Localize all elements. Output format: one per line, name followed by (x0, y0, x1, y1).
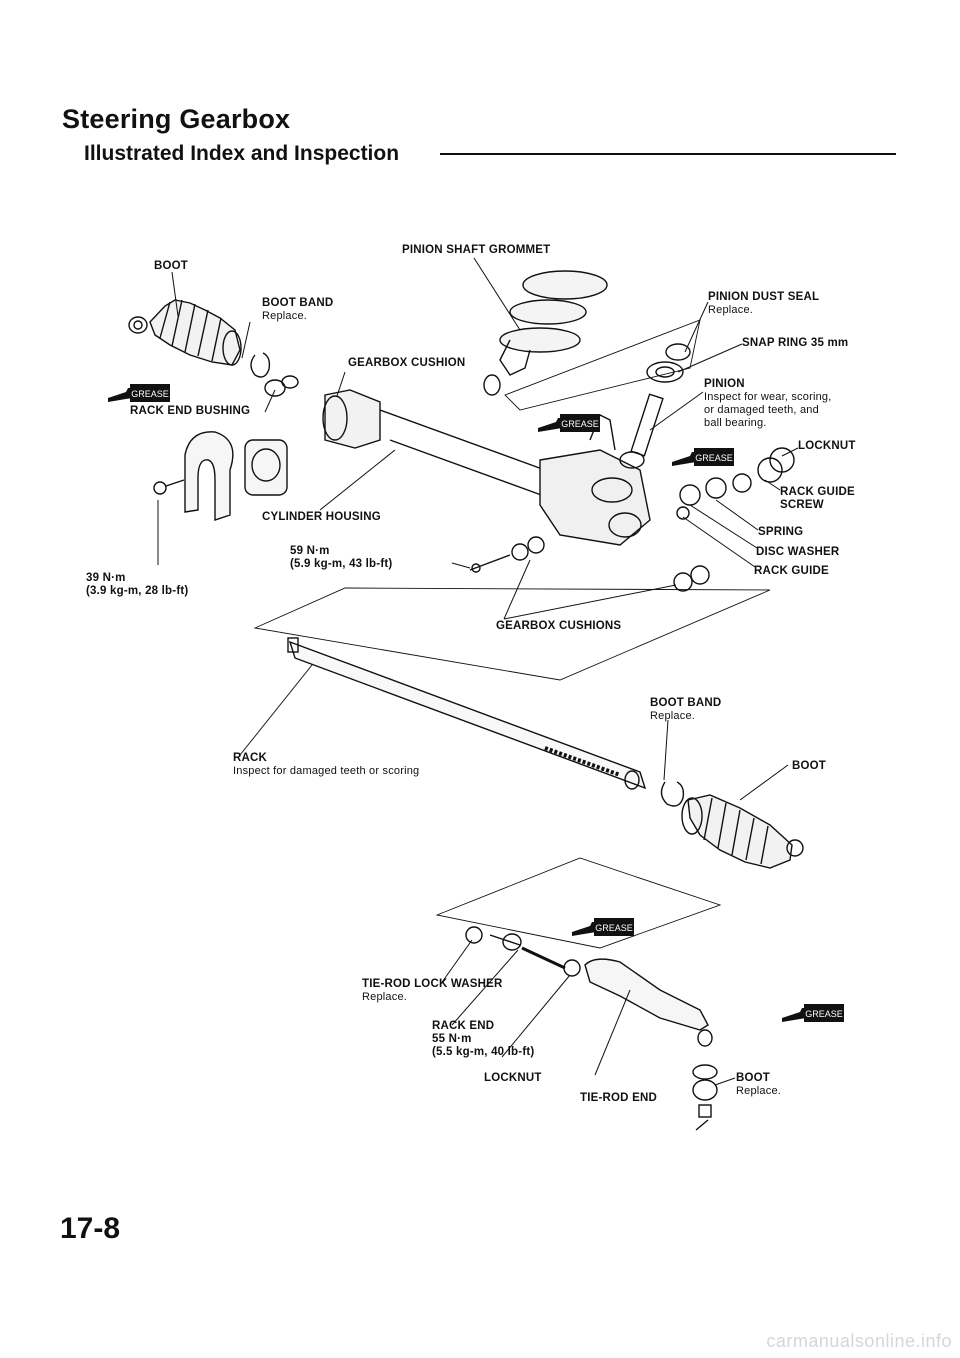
bolt-59-drawing (469, 536, 545, 573)
label-spring: SPRING (758, 526, 804, 538)
label-boot-bottom: BOOT Replace. (736, 1072, 781, 1098)
grease-label: GREASE (595, 923, 633, 933)
grease-label: GREASE (131, 389, 169, 399)
label-tie-rod-lock-washer: TIE-ROD LOCK WASHER Replace. (362, 978, 503, 1004)
rack-guide-screw-line-2: SCREW (780, 499, 824, 511)
boot-bottom-text: BOOT (736, 1072, 771, 1084)
torque-59-line-1: 59 N·m (290, 545, 330, 557)
leader-lines (157, 257, 799, 1086)
rack-end-bushing-drawing (264, 375, 299, 397)
torque-59-line-2: (5.9 kg-m, 43 lb-ft) (290, 558, 393, 570)
page-title: Steering Gearbox (62, 104, 291, 134)
label-gearbox-cushions: GEARBOX CUSHIONS (496, 620, 622, 632)
label-boot-left: BOOT (154, 260, 189, 272)
pinion-dust-seal-note: Replace. (708, 304, 754, 316)
label-rack-guide-screw: RACK GUIDE SCREW (780, 486, 855, 512)
grease-marker-2: GREASE (538, 414, 600, 432)
grease-marker-5: GREASE (782, 1004, 844, 1022)
left-boot-drawing (128, 299, 242, 366)
torque-55-line-2: (5.5 kg-m, 40 lb-ft) (432, 1046, 535, 1058)
pinion-grommet-drawing (483, 270, 608, 396)
boot-bottom-note: Replace. (736, 1085, 782, 1097)
label-snap-ring: SNAP RING 35 mm (742, 337, 849, 349)
label-rack-guide: RACK GUIDE (754, 565, 829, 577)
label-tie-rod-end: TIE-ROD END (580, 1092, 657, 1104)
label-torque-59: 59 N·m (5.9 kg-m, 43 lb-ft) (290, 545, 392, 571)
label-rack-end-bushing: RACK END BUSHING (130, 405, 251, 417)
title-rule (440, 153, 896, 155)
label-rack-end: RACK END 55 N·m (5.5 kg-m, 40 lb-ft) (432, 1020, 534, 1059)
pinion-note-line-3: ball bearing. (704, 417, 767, 429)
grease-label: GREASE (695, 453, 733, 463)
label-torque-39: 39 N·m (3.9 kg-m, 28 lb-ft) (86, 572, 188, 598)
label-pinion: PINION Inspect for wear, scoring, or dam… (704, 378, 831, 430)
upper-plane-outline (504, 319, 701, 411)
rack-plane-outline (253, 587, 771, 681)
boot-band-right-text: BOOT BAND (650, 697, 722, 709)
boot-band-left-text: BOOT BAND (262, 297, 334, 309)
label-boot-band-right: BOOT BAND Replace. (650, 697, 721, 723)
grease-label: GREASE (561, 419, 599, 429)
label-boot-right: BOOT (792, 760, 827, 772)
pinion-note-line-1: Inspect for wear, scoring, (704, 391, 832, 403)
boot-band-right-note: Replace. (650, 710, 696, 722)
lower-cushion-drawing (673, 565, 710, 592)
torque-55-line-1: 55 N·m (432, 1033, 472, 1045)
footer-watermark: carmanualsonline.info (766, 1331, 952, 1351)
tie-rod-lock-washer-text: TIE-ROD LOCK WASHER (362, 978, 503, 990)
rack-guide-parts-drawing (676, 447, 795, 520)
label-gearbox-cushion: GEARBOX CUSHION (348, 357, 466, 369)
label-boot-band-left: BOOT BAND Replace. (262, 297, 333, 323)
label-locknut-top: LOCKNUT (798, 440, 856, 452)
rack-end-text: RACK END (432, 1020, 495, 1032)
grease-marker-4: GREASE (572, 918, 634, 936)
label-pinion-shaft-grommet: PINION SHAFT GROMMET (402, 244, 551, 256)
tie-rod-lock-washer-note: Replace. (362, 991, 408, 1003)
page-subtitle: Illustrated Index and Inspection (84, 142, 400, 165)
pinion-text: PINION (704, 378, 745, 390)
boot-band-left-note: Replace. (262, 310, 308, 322)
grease-marker-3: GREASE (672, 448, 734, 466)
grease-label: GREASE (805, 1009, 843, 1019)
mount-bracket-drawing (153, 431, 288, 521)
grease-marker-1: GREASE (108, 384, 170, 402)
rack-bar-drawing (287, 637, 647, 790)
right-boot-band-drawing (660, 781, 685, 807)
pinion-note-line-2: or damaged teeth, and (704, 404, 819, 416)
label-locknut-bottom: LOCKNUT (484, 1072, 542, 1084)
rack-note: Inspect for damaged teeth or scoring (233, 765, 420, 777)
label-cylinder-housing: CYLINDER HOUSING (262, 511, 381, 523)
rack-text: RACK (233, 752, 268, 764)
torque-39-line-2: (3.9 kg-m, 28 lb-ft) (86, 585, 189, 597)
tie-rod-assembly-drawing (465, 926, 718, 1131)
page-number: 17-8 (60, 1212, 121, 1245)
left-boot-band-drawing (250, 352, 271, 378)
label-disc-washer: DISC WASHER (756, 546, 840, 558)
rack-guide-screw-line-1: RACK GUIDE (780, 486, 855, 498)
label-pinion-dust-seal: PINION DUST SEAL Replace. (708, 291, 819, 317)
label-rack: RACK Inspect for damaged teeth or scorin… (233, 752, 419, 778)
tie-rod-plane-outline (435, 857, 722, 949)
right-boot-drawing (681, 794, 804, 869)
torque-39-line-1: 39 N·m (86, 572, 126, 584)
pinion-dust-seal-text: PINION DUST SEAL (708, 291, 820, 303)
cylinder-housing-drawing (322, 389, 651, 546)
